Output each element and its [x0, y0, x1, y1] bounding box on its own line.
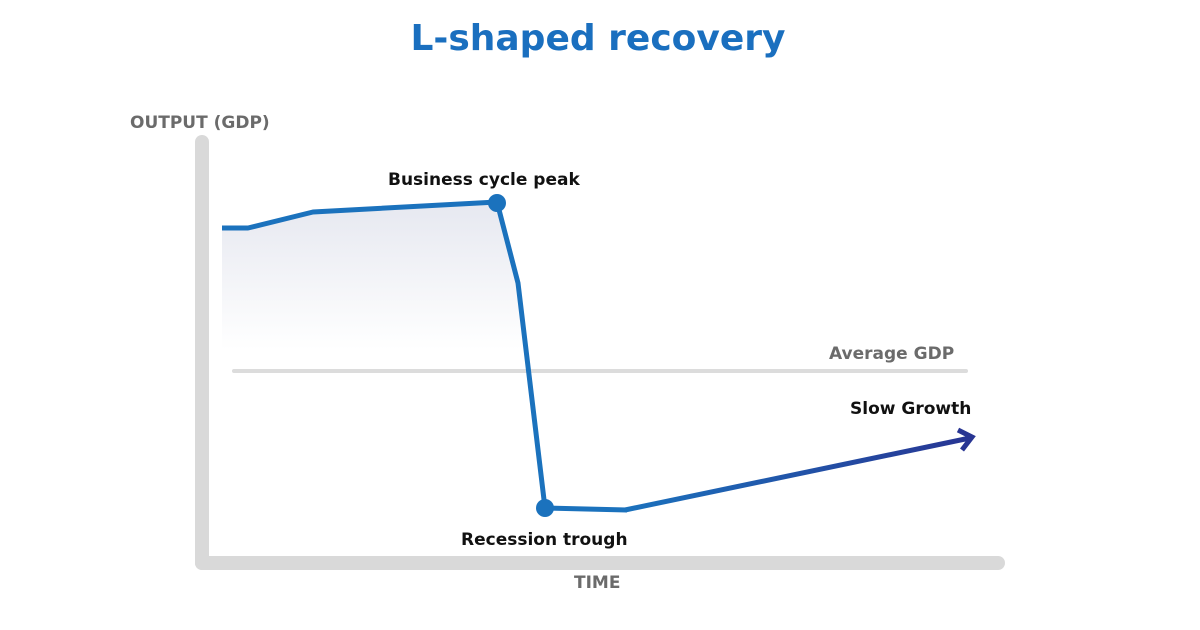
slow-growth-line [624, 435, 971, 513]
slow-growth-label: Slow Growth [850, 399, 972, 419]
average-gdp-label: Average GDP [829, 344, 955, 364]
y-axis-label: OUTPUT (GDP) [130, 113, 270, 133]
arrow-head-icon [956, 427, 976, 452]
shaded-area [222, 202, 525, 350]
trough-label: Recession trough [461, 530, 628, 550]
x-axis-label: TIME [574, 573, 621, 593]
chart-title: L-shaped recovery [410, 18, 786, 59]
peak-label: Business cycle peak [388, 170, 580, 190]
peak-point [488, 194, 506, 212]
trough-point [536, 499, 554, 517]
